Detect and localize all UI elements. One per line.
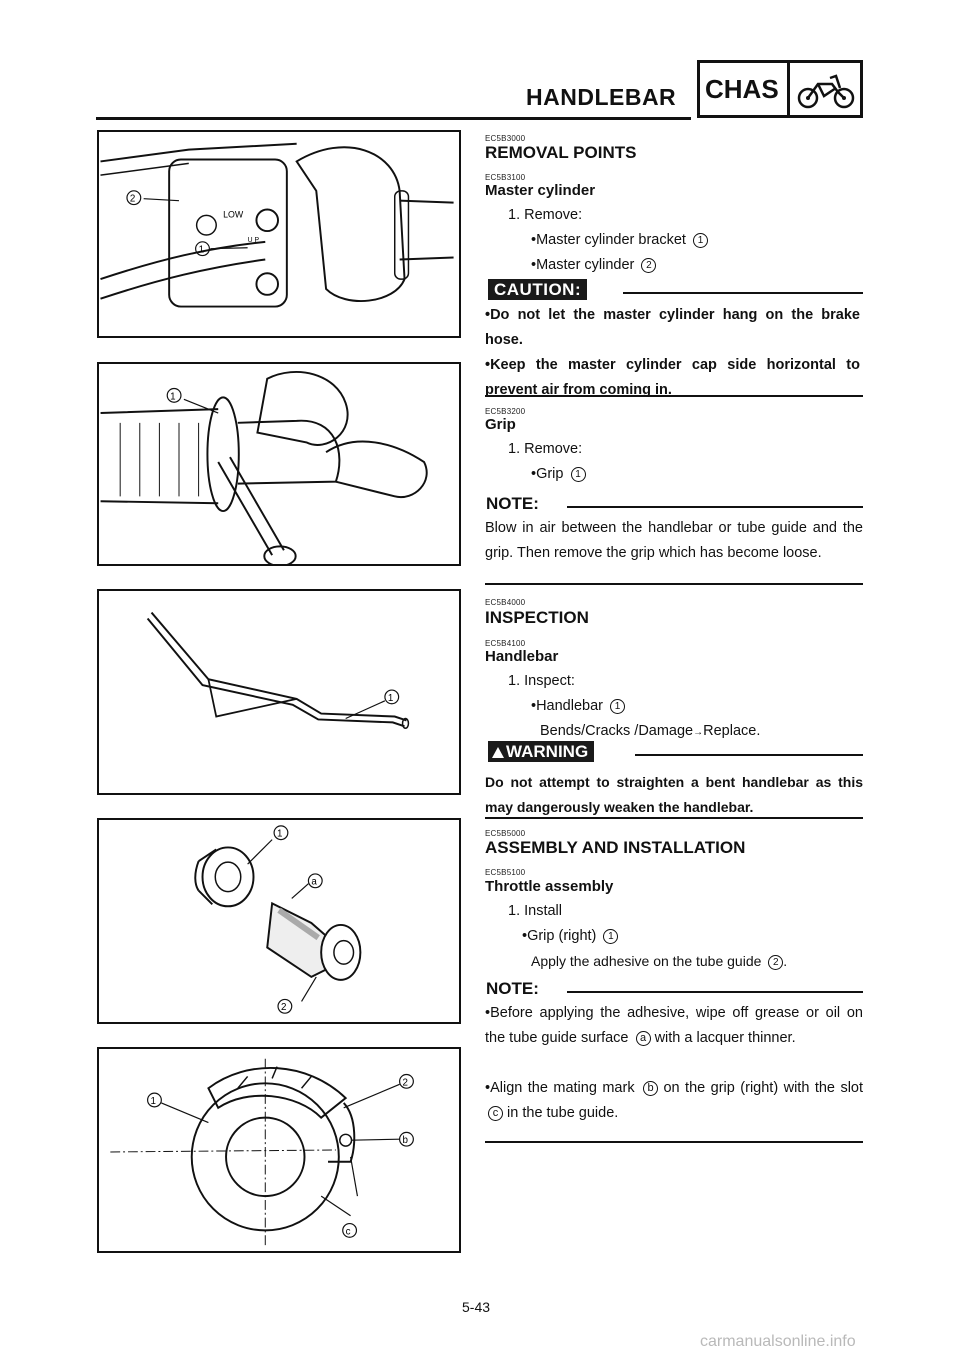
grip-alignment-figure: 1 2 b c (97, 1047, 461, 1253)
subsection-code: EC5B5100 (485, 868, 526, 877)
note-text: •Before applying the adhesive, wipe off … (485, 1005, 863, 1046)
step-label: 1. Install (508, 903, 562, 919)
caution-text: •Keep the master cylinder cap side horiz… (485, 357, 860, 398)
watermark-url[interactable]: carmanualsonline.info (700, 1333, 856, 1350)
header-rule (96, 117, 691, 120)
list-item: •Master cylinder bracket 1 (531, 228, 861, 253)
subsection-code: EC5B3200 (485, 407, 526, 416)
fig1-low-label: LOW (223, 209, 244, 219)
subsection-heading-master-cylinder: Master cylinder (485, 182, 596, 199)
subsection-heading-handlebar: Handlebar (485, 648, 559, 665)
fig1-callout-2: 2 (130, 194, 135, 205)
section-code: EC5B3000 (485, 134, 526, 143)
master-cylinder-figure: LOW U P 2 1 (97, 130, 461, 338)
subsection-code: EC5B4100 (485, 639, 526, 648)
warning-text: Do not attempt to straighten a bent hand… (485, 774, 863, 815)
note-rule (567, 991, 863, 993)
subsection-heading-throttle: Throttle assembly (485, 878, 614, 895)
fig1-callout-1: 1 (199, 245, 204, 256)
grip-removal-figure: 1 (97, 362, 461, 566)
fig5-callout-b: b (403, 1135, 409, 1146)
fig4-callout-2: 2 (281, 1002, 286, 1013)
note-label: NOTE: (486, 494, 539, 513)
install-instruction: Apply the adhesive on the tube guide 2. (531, 953, 788, 970)
handlebar-figure: 1 (97, 589, 461, 795)
subsection-code: EC5B3100 (485, 173, 526, 182)
section-heading-assembly: ASSEMBLY AND INSTALLATION (485, 838, 746, 857)
inspection-result: Bends/Cracks /Damage→Replace. (540, 723, 761, 739)
warning-icon (492, 747, 504, 758)
note-text: •Align the mating mark b on the grip (ri… (485, 1080, 864, 1121)
fig5-callout-c: c (346, 1226, 351, 1237)
note-label: NOTE: (486, 979, 539, 998)
section-heading-removal: REMOVAL POINTS (485, 143, 637, 162)
fig5-callout-2: 2 (403, 1077, 408, 1088)
fig3-callout-1: 1 (388, 693, 393, 704)
warning-badge: WARNING (488, 741, 595, 762)
throttle-assembly-figure: 1 a 2 (97, 818, 461, 1024)
note-end-rule (485, 583, 863, 585)
note-text: Blow in air between the handlebar or tub… (485, 520, 863, 561)
caution-rule (623, 292, 863, 294)
page-title: HANDLEBAR (526, 84, 677, 110)
section-code: EC5B5000 (485, 829, 526, 838)
warning-rule (635, 754, 863, 756)
step-label: 1. Remove: (508, 441, 583, 457)
fig4-callout-1: 1 (277, 829, 282, 840)
warning-end-rule (485, 817, 863, 819)
list-item: •Master cylinder 2 (531, 253, 861, 278)
fig1-up-label: U P (248, 237, 260, 244)
note-end-rule (485, 1141, 863, 1143)
caution-badge: CAUTION: (488, 279, 588, 300)
fig4-callout-a: a (311, 877, 317, 888)
list-item: •Grip 1 (531, 462, 861, 487)
caution-text: •Do not let the master cylinder hang on … (485, 307, 860, 348)
fig5-callout-1: 1 (151, 1096, 156, 1107)
step-label: 1. Remove: (508, 207, 583, 223)
section-badge-box (697, 60, 863, 118)
subsection-heading-grip: Grip (485, 416, 516, 433)
section-badge-label: CHAS (705, 74, 779, 104)
section-code: EC5B4000 (485, 598, 526, 607)
fig2-callout-1: 1 (170, 391, 175, 402)
note-rule (567, 506, 863, 508)
section-badge-divider (787, 60, 790, 118)
motorcycle-icon (794, 66, 858, 112)
step-label: 1. Inspect: (508, 673, 575, 689)
section-heading-inspection: INSPECTION (485, 608, 589, 627)
page-number: 5-43 (462, 1299, 491, 1315)
list-item: •Grip (right) 1 (522, 924, 862, 949)
list-item: •Handlebar 1 (531, 694, 861, 719)
caution-end-rule (485, 395, 863, 397)
